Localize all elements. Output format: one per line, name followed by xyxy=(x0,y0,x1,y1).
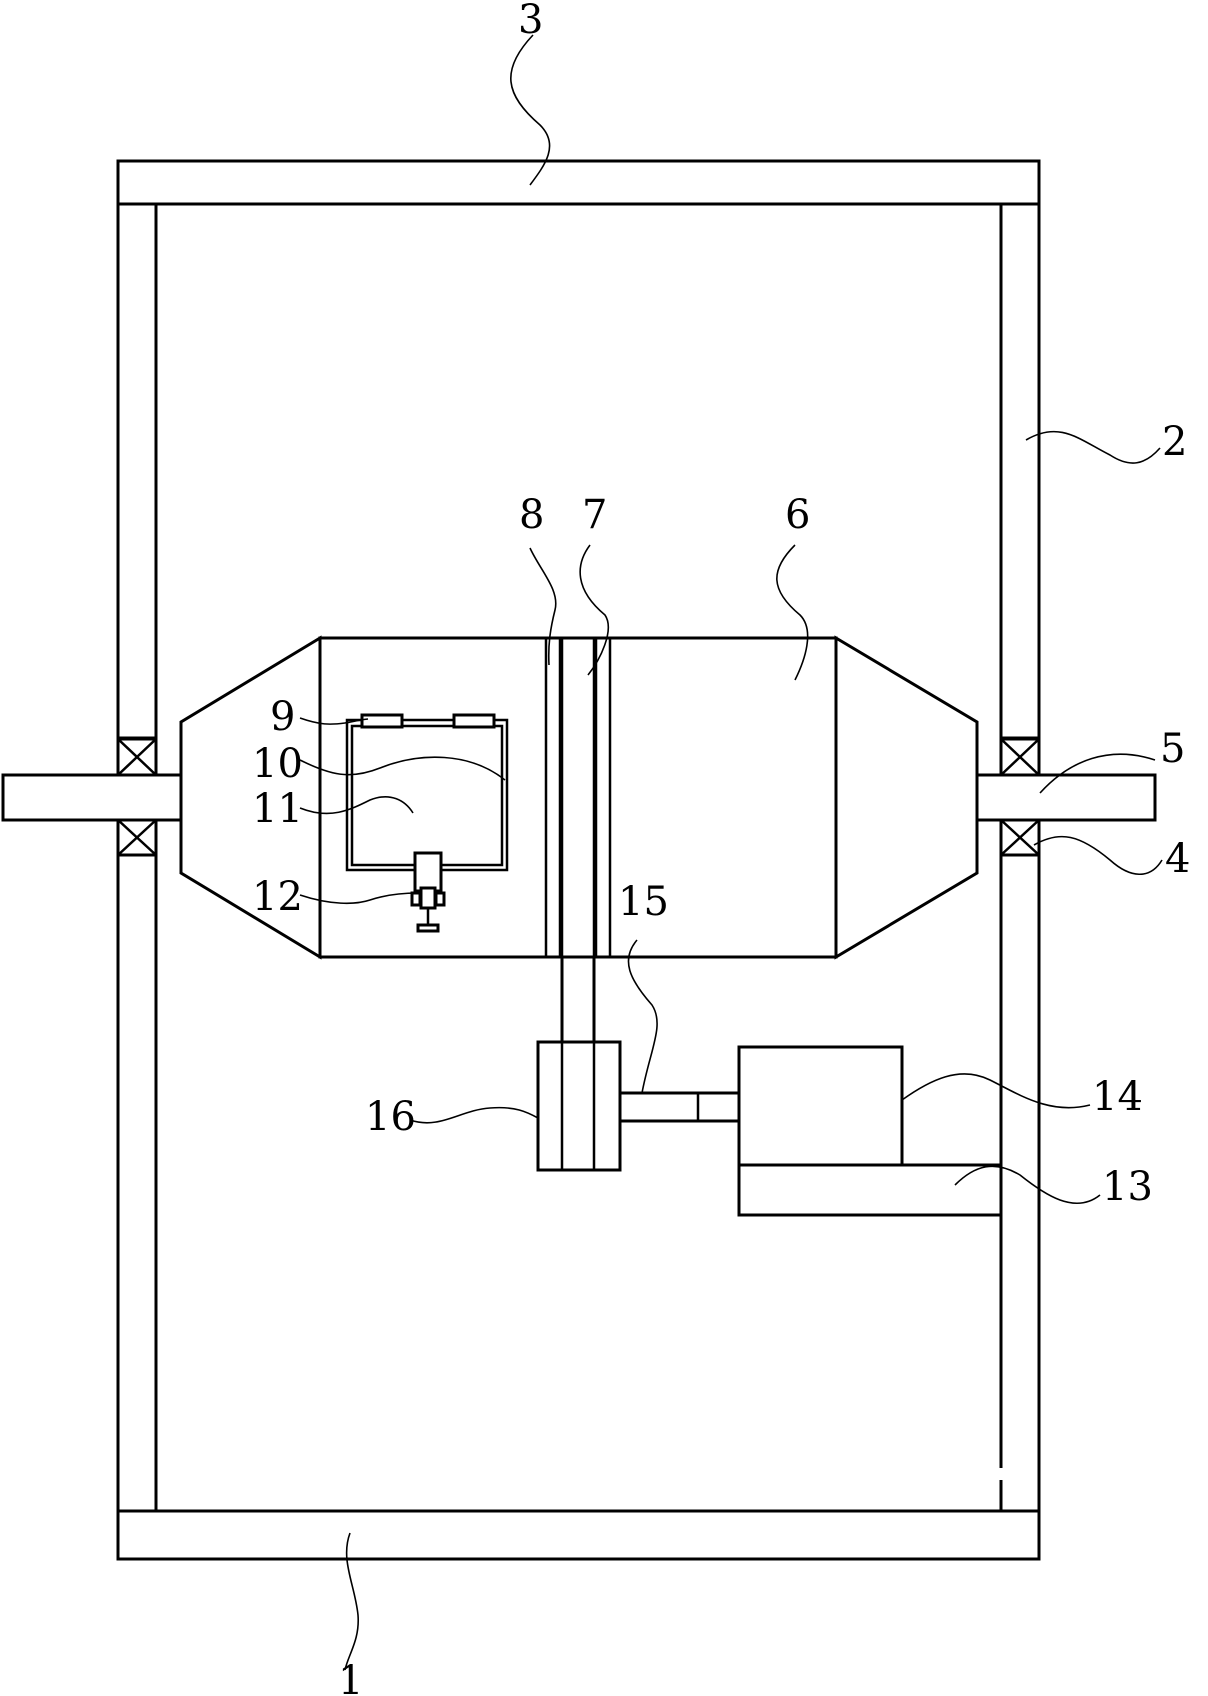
label-9: 9 xyxy=(270,694,295,740)
right-post-upper xyxy=(999,202,1041,740)
label-8: 8 xyxy=(519,492,544,538)
coupling-shaft xyxy=(618,1091,741,1123)
leader-10 xyxy=(299,756,506,781)
bearings xyxy=(116,737,1041,857)
latch-lock xyxy=(410,851,446,933)
label-5: 5 xyxy=(1160,726,1185,772)
right-shaft xyxy=(975,773,1157,822)
frame xyxy=(116,159,1041,1561)
drum xyxy=(179,635,979,960)
left-post-upper xyxy=(116,202,158,740)
label-4: 4 xyxy=(1165,836,1190,882)
drum-right-cone xyxy=(834,635,979,960)
label-10: 10 xyxy=(252,741,303,787)
drive xyxy=(536,638,1003,1217)
leader-1 xyxy=(344,1532,359,1671)
right-post-lower xyxy=(999,816,1041,1513)
leader-9 xyxy=(299,717,369,725)
label-7: 7 xyxy=(582,492,607,538)
label-11: 11 xyxy=(252,786,303,832)
label-12: 12 xyxy=(252,874,303,920)
drive-belt-vertical xyxy=(560,955,596,1044)
leader-16 xyxy=(409,1106,539,1124)
label-16: 16 xyxy=(365,1094,416,1140)
leader-12 xyxy=(299,892,419,905)
leader-5 xyxy=(1039,753,1156,794)
left-shaft xyxy=(1,773,183,822)
leader-4 xyxy=(1033,835,1163,875)
label-6: 6 xyxy=(785,492,810,538)
leader-8 xyxy=(529,547,557,666)
label-15: 15 xyxy=(618,879,669,925)
leader-13 xyxy=(954,1165,1101,1205)
label-1: 1 xyxy=(338,1658,363,1696)
leader-3 xyxy=(510,34,551,186)
leader-6 xyxy=(776,544,809,681)
bottom-beam xyxy=(116,1509,1041,1561)
labels: 3 1 2 5 4 6 7 8 9 10 11 12 15 16 14 13 xyxy=(252,0,1190,1696)
leader-7 xyxy=(579,544,610,676)
pulley-wheel xyxy=(536,1040,622,1172)
leader-15 xyxy=(627,939,658,1094)
hatch-assembly xyxy=(345,713,509,933)
leader-lines xyxy=(299,34,1163,1671)
hinge-left xyxy=(360,713,404,729)
bearing-left-bottom xyxy=(116,818,158,857)
bearing-right-top xyxy=(999,737,1041,777)
leader-2 xyxy=(1025,430,1161,464)
hinge-right xyxy=(452,713,496,729)
label-2: 2 xyxy=(1162,419,1187,465)
bearing-left-top xyxy=(116,737,158,777)
drum-body xyxy=(318,636,838,959)
leader-14 xyxy=(901,1073,1091,1109)
top-beam xyxy=(116,159,1041,206)
leader-11 xyxy=(299,796,414,815)
left-post-lower xyxy=(116,816,158,1513)
label-3: 3 xyxy=(518,0,543,43)
motor-base xyxy=(737,1163,1003,1217)
bearing-right-bottom xyxy=(999,818,1041,857)
label-13: 13 xyxy=(1102,1164,1153,1210)
label-14: 14 xyxy=(1092,1074,1143,1120)
motor xyxy=(737,1045,904,1167)
